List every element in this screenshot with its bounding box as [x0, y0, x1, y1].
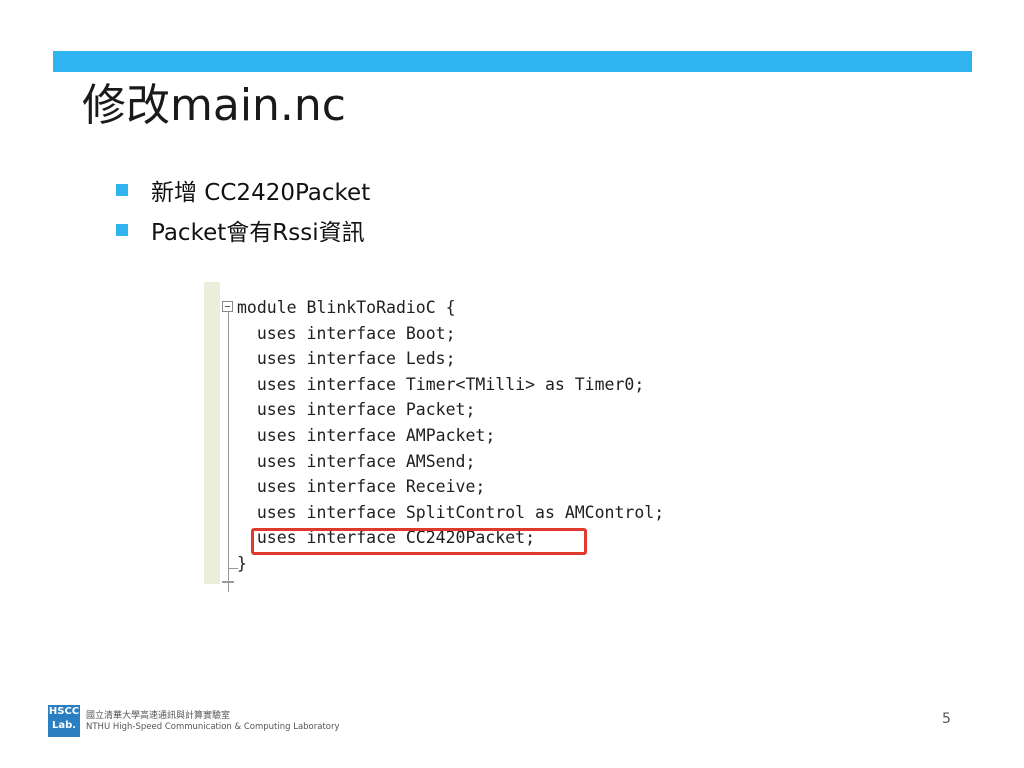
title-accent-bar	[53, 51, 972, 72]
bullet-text: 新增 CC2420Packet	[151, 180, 371, 206]
page-number: 5	[942, 711, 951, 727]
footer-org-name-en: NTHU High-Speed Communication & Computin…	[86, 722, 340, 732]
collapse-icon	[222, 301, 233, 312]
code-line: uses interface Leds;	[237, 349, 456, 369]
bullet-text: Packet會有Rssi資訊	[151, 220, 365, 246]
code-line: uses interface Timer<TMilli> as Timer0;	[237, 374, 645, 394]
bullet-list: 新增 CC2420Packet Packet會有Rssi資訊	[116, 170, 370, 250]
square-bullet-icon	[116, 224, 128, 236]
bullet-item: Packet會有Rssi資訊	[116, 210, 370, 250]
bullet-item: 新增 CC2420Packet	[116, 170, 370, 210]
square-bullet-icon	[116, 184, 128, 196]
highlight-box	[251, 528, 587, 555]
lab-logo: HSCC Lab.	[48, 705, 80, 737]
logo-text-bottom: Lab.	[51, 720, 77, 731]
code-line: uses interface AMPacket;	[237, 426, 496, 445]
fold-guide-line	[228, 310, 229, 592]
gutter-dash	[222, 581, 234, 583]
code-line: module BlinkToRadioC {	[237, 298, 456, 317]
code-line: uses interface AMSend;	[237, 451, 476, 471]
slide-title: 修改main.nc	[82, 80, 346, 131]
code-line: }	[237, 554, 247, 573]
code-line: uses interface Packet;	[237, 400, 476, 420]
code-screenshot	[204, 282, 692, 592]
code-line: uses interface Receive;	[237, 477, 486, 497]
code-line: uses interface Boot;	[237, 323, 456, 343]
fold-end-marker	[228, 568, 238, 569]
code-line: uses interface SplitControl as AMControl…	[237, 502, 665, 522]
editor-gutter	[204, 282, 220, 584]
code-line: uses interface CC2420Packet;	[237, 528, 536, 548]
logo-text-top: HSCC	[48, 706, 80, 717]
footer-org-name-zh: 國立清華大學高速通訊與計算實驗室	[86, 711, 231, 721]
